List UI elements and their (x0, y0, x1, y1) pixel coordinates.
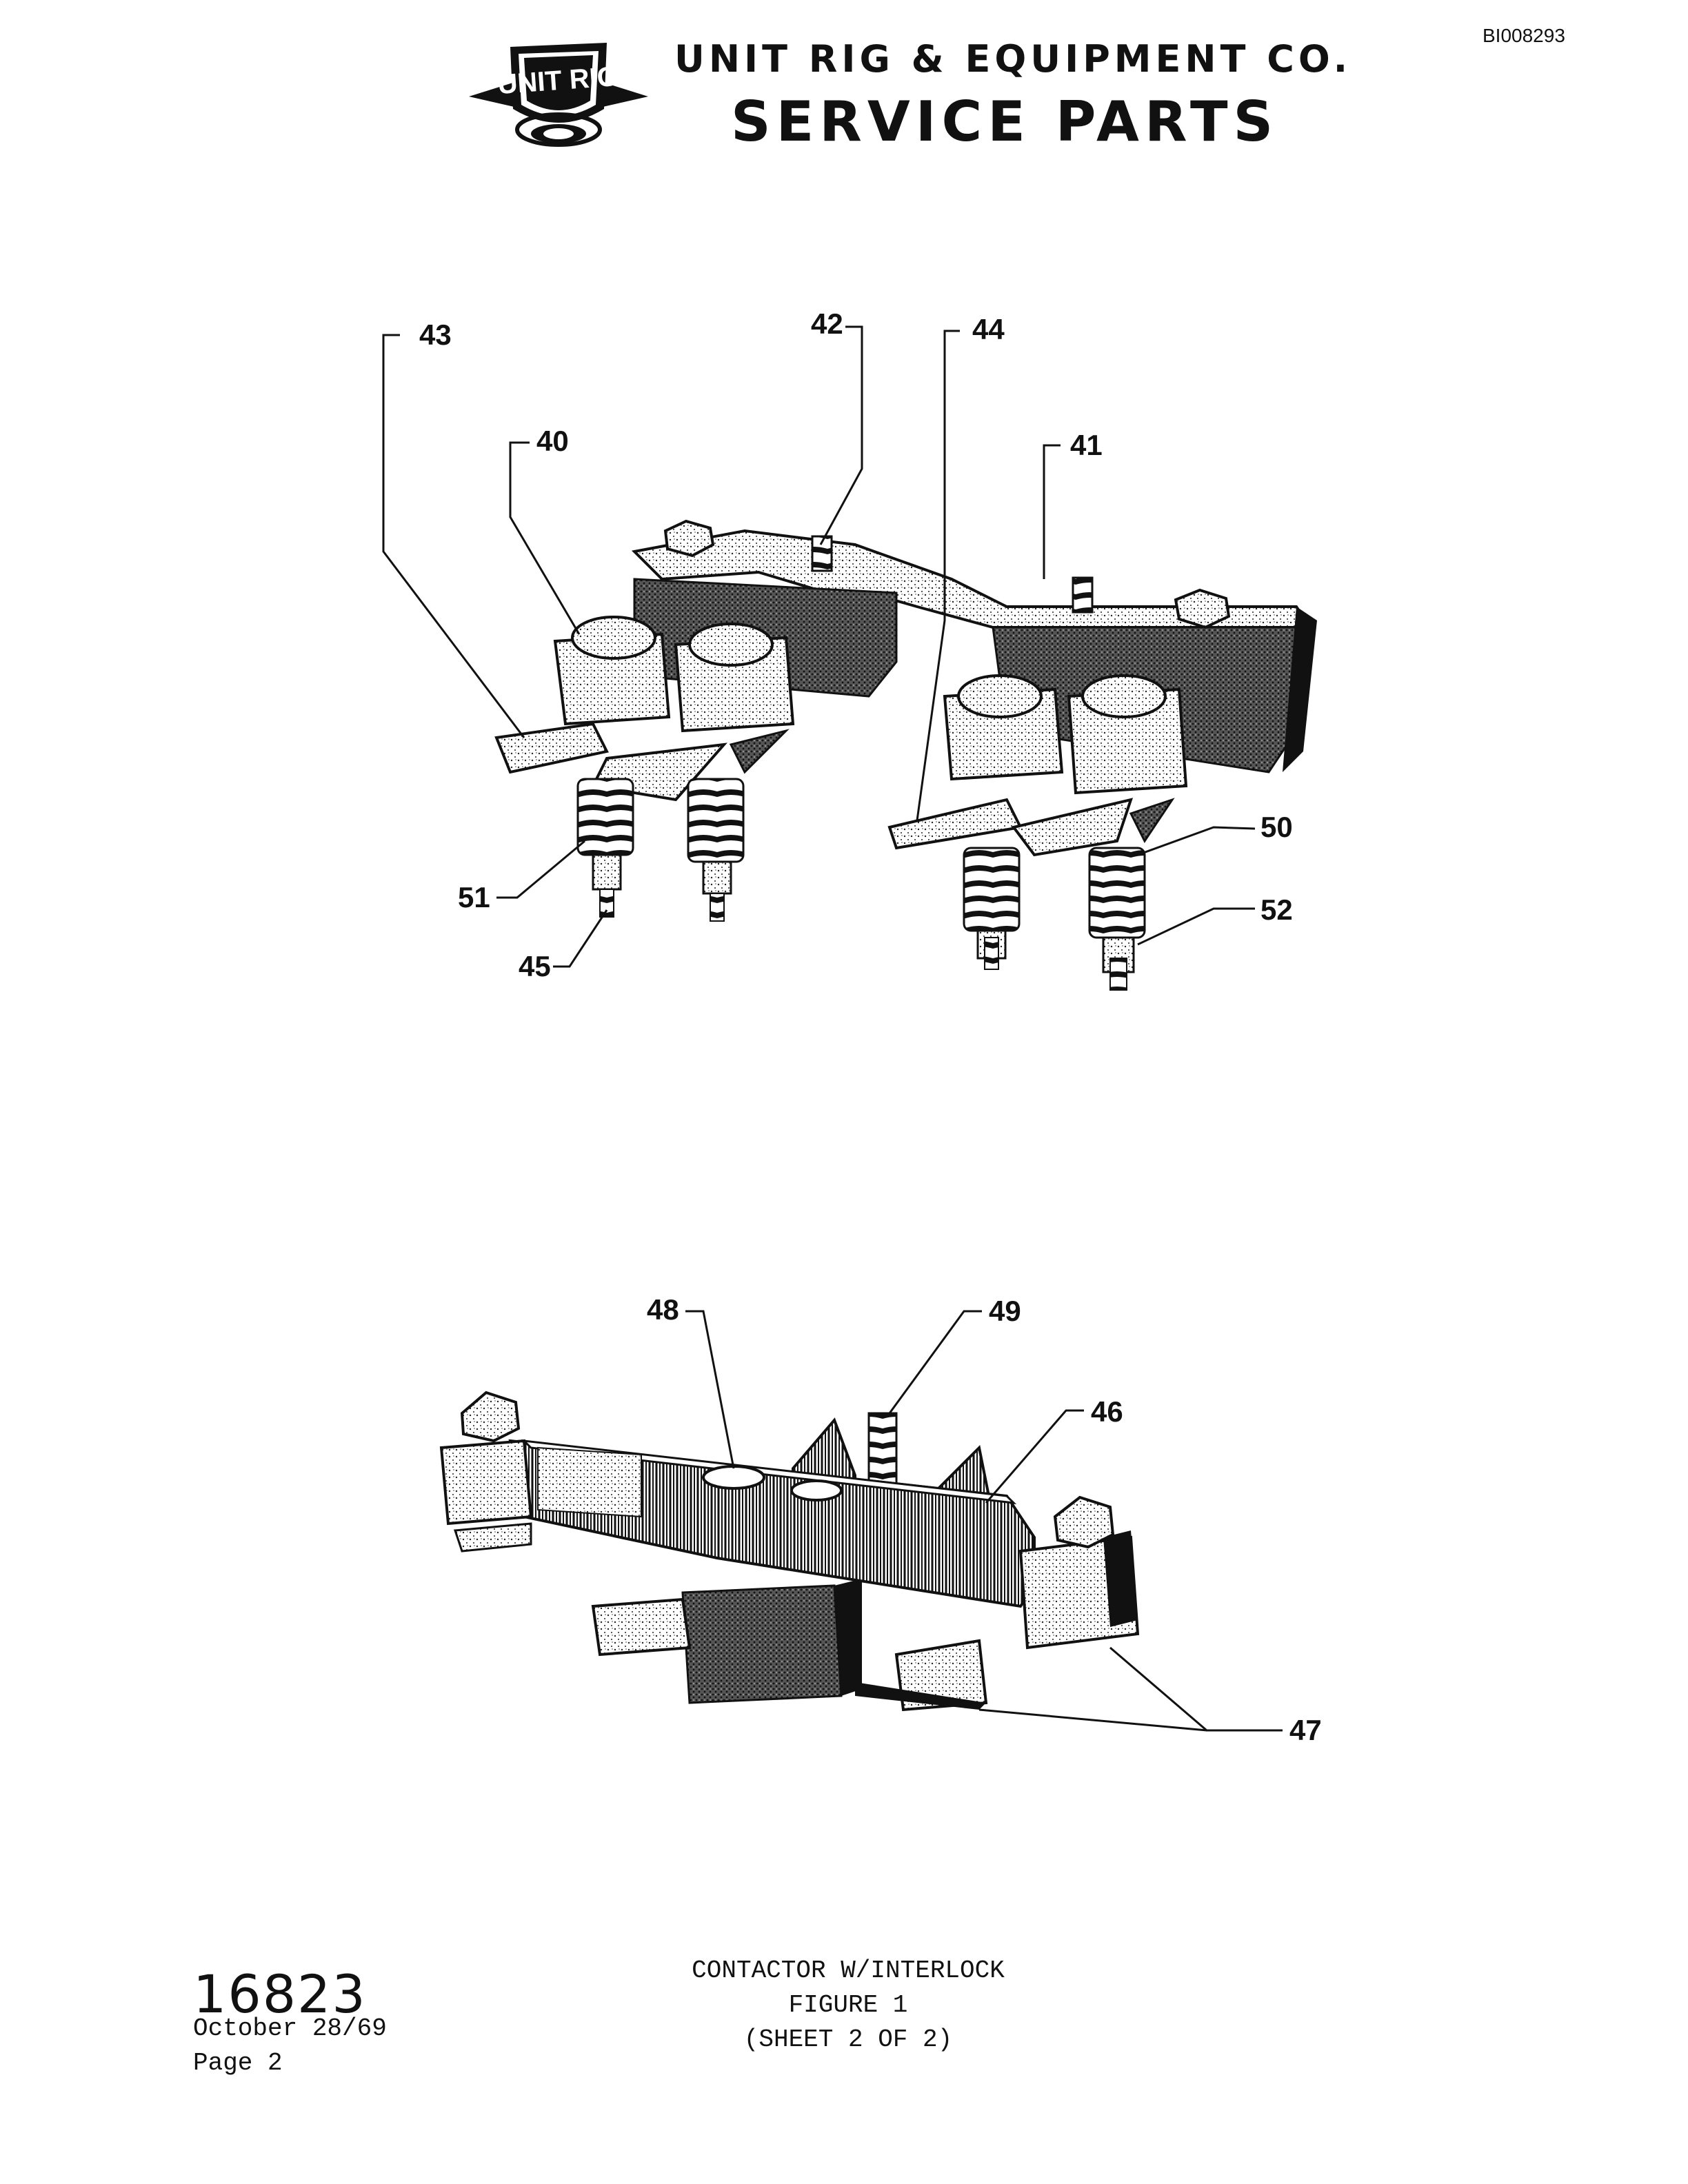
callout-44: 44 (972, 313, 1005, 345)
callout-40: 40 (536, 425, 569, 457)
callout-51: 51 (458, 881, 490, 913)
document-number: 16823 (193, 1963, 367, 2025)
figure-caption-sheet: (SHEET 2 OF 2) (743, 2025, 953, 2054)
callout-48: 48 (647, 1293, 679, 1326)
leader-52 (1137, 907, 1255, 946)
callout-45: 45 (519, 950, 551, 982)
page-title: SERVICE PARTS (731, 90, 1279, 154)
callout-47: 47 (1289, 1714, 1322, 1746)
leader-41 (1043, 444, 1061, 579)
callout-46: 46 (1091, 1395, 1123, 1428)
leader-43 (382, 334, 525, 738)
leader-44 (916, 330, 960, 821)
figure-caption-title: CONTACTOR W/INTERLOCK (692, 1957, 1005, 1985)
figure-caption-number: FIGURE 1 (788, 1991, 908, 2019)
company-name: UNIT RIG & EQUIPMENT CO. (674, 37, 1352, 81)
contactor-assembly (494, 519, 1317, 991)
leader-45 (553, 909, 608, 968)
leader-50 (1137, 826, 1256, 856)
leader-47 (1109, 1646, 1283, 1732)
unit-rig-logo: UNIT RIG (469, 43, 648, 147)
document-date: October 28/69 (193, 2014, 387, 2043)
document-id: BI008293 (1483, 25, 1565, 46)
callout-41: 41 (1070, 429, 1103, 461)
leader-46 (985, 1409, 1084, 1504)
callout-49: 49 (989, 1295, 1021, 1327)
callout-52: 52 (1260, 893, 1293, 926)
interlock-assembly (439, 1391, 1140, 1712)
callout-50: 50 (1260, 811, 1293, 843)
page-number: Page 2 (193, 2049, 283, 2077)
leader-40 (509, 441, 581, 635)
leader-49 (888, 1310, 982, 1414)
callout-43: 43 (419, 318, 452, 351)
leader-48 (685, 1310, 735, 1469)
leader-51 (496, 840, 585, 899)
callout-42: 42 (811, 307, 843, 340)
leader-47b (978, 1708, 1207, 1732)
leader-42 (819, 325, 863, 545)
